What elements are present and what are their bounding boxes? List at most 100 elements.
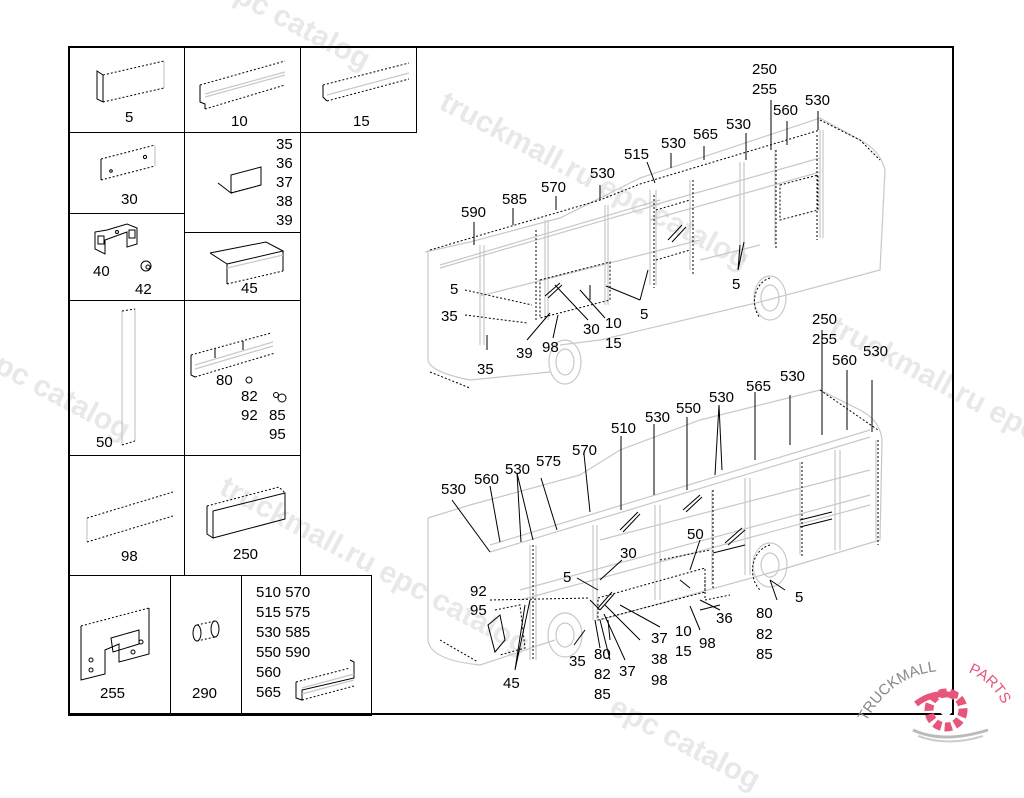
callout-lower-10[interactable]: 10 [675,623,692,640]
callout-upper-35[interactable]: 35 [441,308,458,325]
part-label: 290 [192,685,218,702]
callout-upper-590[interactable]: 590 [461,204,487,221]
vertical-strip-icon [121,308,136,446]
callout-lower-15[interactable]: 15 [675,643,692,660]
callout-lower-550[interactable]: 550 [676,400,702,417]
callout-lower-530[interactable]: 530 [709,389,735,406]
part-label: 255 [100,685,126,702]
callout-upper-585[interactable]: 585 [502,191,528,208]
callout-upper-15[interactable]: 15 [605,335,622,352]
callout-upper-570[interactable]: 570 [541,179,567,196]
callout-upper-5[interactable]: 5 [640,306,649,323]
part-label-list: 510 570 515 575 530 585 550 590 560 565 [256,584,311,701]
callout-lower-530[interactable]: 530 [863,343,889,360]
callout-lower-36[interactable]: 36 [716,610,733,627]
callout-upper-530[interactable]: 530 [726,116,752,133]
formed-bracket-icon [80,607,150,681]
part-label: 50 [96,434,113,451]
channel-profile-icon [295,659,355,701]
callout-lower-575[interactable]: 575 [536,453,562,470]
callout-lower-95[interactable]: 95 [470,602,487,619]
part-label: 40 [93,263,110,280]
callout-upper-35[interactable]: 35 [477,361,494,378]
part-label: 45 [241,280,258,297]
thin-strip-icon [86,491,174,543]
truckmall-parts-logo: TRUCKMALL PARTS [855,652,1018,747]
callout-lower-37[interactable]: 37 [651,630,668,647]
svg-text:PARTS: PARTS [966,660,1014,706]
callout-upper-39[interactable]: 39 [516,345,533,362]
callout-lower-35[interactable]: 35 [569,653,586,670]
callout-upper-5[interactable]: 5 [450,281,459,298]
legend-cell-35[interactable]: 35 36 37 38 39 [184,132,301,233]
box-profile-icon [206,486,286,539]
callout-lower-45[interactable]: 45 [503,675,520,692]
callout-lower-98[interactable]: 98 [651,672,668,689]
part-label: 5 [125,109,134,126]
callout-lower-530[interactable]: 530 [441,481,467,498]
callout-lower-92[interactable]: 92 [470,583,487,600]
callout-lower-80[interactable]: 80 [756,605,773,622]
brand-right-text: PARTS [966,660,1014,706]
z-profile-rail-icon [199,60,286,110]
callout-upper-98[interactable]: 98 [542,339,559,356]
legend-cell-15[interactable]: 15 [300,46,417,133]
callout-lower-560[interactable]: 560 [474,471,500,488]
part-label-list: 80 [216,372,233,389]
callout-upper-565[interactable]: 565 [693,126,719,143]
callout-lower-565[interactable]: 565 [746,378,772,395]
sleeve-icon [192,620,220,642]
callout-lower-82[interactable]: 82 [756,626,773,643]
callout-upper-530[interactable]: 530 [590,165,616,182]
callout-lower-37[interactable]: 37 [619,663,636,680]
callout-lower-5[interactable]: 5 [563,569,572,586]
callout-lower-250[interactable]: 250 [812,311,838,328]
part-label: 15 [353,113,370,130]
callout-lower-98[interactable]: 98 [699,635,716,652]
callout-upper-250[interactable]: 250 [752,61,778,78]
part-label: 250 [233,546,259,563]
legend-cell-80[interactable]: 80 82 92 85 95 [184,300,301,456]
gear-logo-icon: TRUCKMALL PARTS [855,658,1014,743]
flat-strip-part-icon [96,60,165,103]
callout-lower-530[interactable]: 530 [645,409,671,426]
callout-lower-80[interactable]: 80 [594,646,611,663]
l-cover-icon [209,241,285,285]
callout-upper-30[interactable]: 30 [583,321,600,338]
angle-rail-icon [322,62,410,102]
callout-lower-5[interactable]: 5 [795,589,804,606]
callout-lower-570[interactable]: 570 [572,442,598,459]
u-bracket-and-bolt-icon [94,223,152,272]
upper-bus-drawing [424,100,886,389]
svg-text:TRUCKMALL: TRUCKMALL [855,658,938,724]
callout-upper-255[interactable]: 255 [752,81,778,98]
callout-upper-560[interactable]: 560 [773,102,799,119]
callout-lower-530[interactable]: 530 [505,461,531,478]
part-label: 10 [231,113,248,130]
part-label-list: 35 36 37 38 39 [276,136,293,229]
part-label: 42 [135,281,152,298]
part-label-list: 82 92 [241,388,258,424]
brand-left-text: TRUCKMALL [855,658,938,724]
callout-upper-10[interactable]: 10 [605,315,622,332]
legend-cell-510[interactable]: 510 570 515 575 530 585 550 590 560 565 [241,575,372,716]
lower-bus-drawing [427,330,883,671]
diagram-frame [68,46,954,715]
callout-lower-50[interactable]: 50 [687,526,704,543]
callout-lower-30[interactable]: 30 [620,545,637,562]
callout-lower-85[interactable]: 85 [756,646,773,663]
angle-bracket-icon [217,166,262,195]
callout-upper-530[interactable]: 530 [805,92,831,109]
callout-lower-530[interactable]: 530 [780,368,806,385]
flat-plate-icon [100,144,156,181]
callout-lower-38[interactable]: 38 [651,651,668,668]
callout-lower-85[interactable]: 85 [594,686,611,703]
callout-lower-510[interactable]: 510 [611,420,637,437]
callout-lower-560[interactable]: 560 [832,352,858,369]
callout-lower-82[interactable]: 82 [594,666,611,683]
callout-upper-5[interactable]: 5 [732,276,741,293]
callout-upper-515[interactable]: 515 [624,146,650,163]
callout-lower-255[interactable]: 255 [812,331,838,348]
part-label: 30 [121,191,138,208]
callout-upper-530[interactable]: 530 [661,135,687,152]
